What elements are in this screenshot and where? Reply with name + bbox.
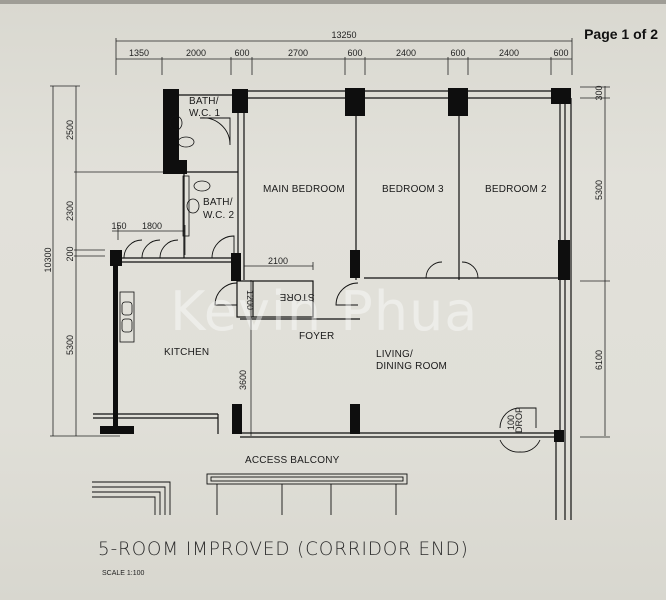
dim-right-0: 300	[594, 85, 604, 100]
dim-top-7: 2400	[499, 48, 519, 58]
room-label-living: LIVING/	[376, 349, 413, 360]
scan-edge-shadow	[0, 0, 666, 4]
room-label-bedroom2: BEDROOM 2	[485, 184, 547, 195]
room-label-access-balcony: ACCESS BALCONY	[245, 455, 340, 466]
overall-height-label: 10300	[43, 247, 53, 272]
dim-top-2: 600	[234, 48, 249, 58]
room-label-store: STORE	[279, 291, 314, 302]
dim-1800: 1800	[142, 221, 162, 231]
dimension-labels: 13250 1350 2000 600 2700 600 2400 600 24…	[43, 30, 604, 390]
dim-3600: 3600	[238, 370, 248, 390]
room-label-dining: DINING ROOM	[376, 361, 447, 372]
dim-right-2: 6100	[594, 350, 604, 370]
room-label-bath2-b: W.C. 2	[203, 210, 234, 221]
fixtures	[119, 104, 211, 343]
dim-top-5: 2400	[396, 48, 416, 58]
dim-left-3: 5300	[65, 335, 75, 355]
room-label-bath1-b: W.C. 1	[189, 108, 220, 119]
room-labels: BATH/ W.C. 1 BATH/ W.C. 2 MAIN BEDROOM B…	[164, 96, 547, 466]
dim-left-0: 2500	[65, 120, 75, 140]
dim-top-0: 1350	[129, 48, 149, 58]
dim-left-1: 2300	[65, 201, 75, 221]
room-label-kitchen: KITCHEN	[164, 347, 209, 358]
dim-1200: 1200	[245, 290, 255, 310]
dim-150: 150	[111, 221, 126, 231]
balcony-planter	[92, 473, 408, 515]
dim-2100: 2100	[268, 256, 288, 266]
dim-top-6: 600	[450, 48, 465, 58]
room-label-bath2: BATH/	[203, 197, 233, 208]
structural-columns	[100, 88, 571, 442]
room-label-main-bedroom: MAIN BEDROOM	[263, 184, 345, 195]
door-swings	[123, 117, 541, 453]
page-indicator: Page 1 of 2	[584, 26, 658, 42]
dim-top-8: 600	[553, 48, 568, 58]
room-label-bath1: BATH/	[189, 96, 219, 107]
refuse-label-b: DROP	[514, 407, 524, 433]
dim-right-1: 5300	[594, 180, 604, 200]
dimension-lines	[50, 38, 610, 438]
dim-top-4: 600	[347, 48, 362, 58]
plan-title: 5-ROOM IMPROVED (CORRIDOR END)	[98, 538, 469, 560]
dim-top-3: 2700	[288, 48, 308, 58]
dim-left-2: 200	[65, 246, 75, 261]
refuse-label-a: 100	[506, 415, 516, 430]
room-label-bedroom3: BEDROOM 3	[382, 184, 444, 195]
dim-top-1: 2000	[186, 48, 206, 58]
overall-width-label: 13250	[331, 30, 356, 40]
room-label-foyer: FOYER	[299, 331, 334, 342]
plan-scale: SCALE 1:100	[102, 570, 145, 577]
